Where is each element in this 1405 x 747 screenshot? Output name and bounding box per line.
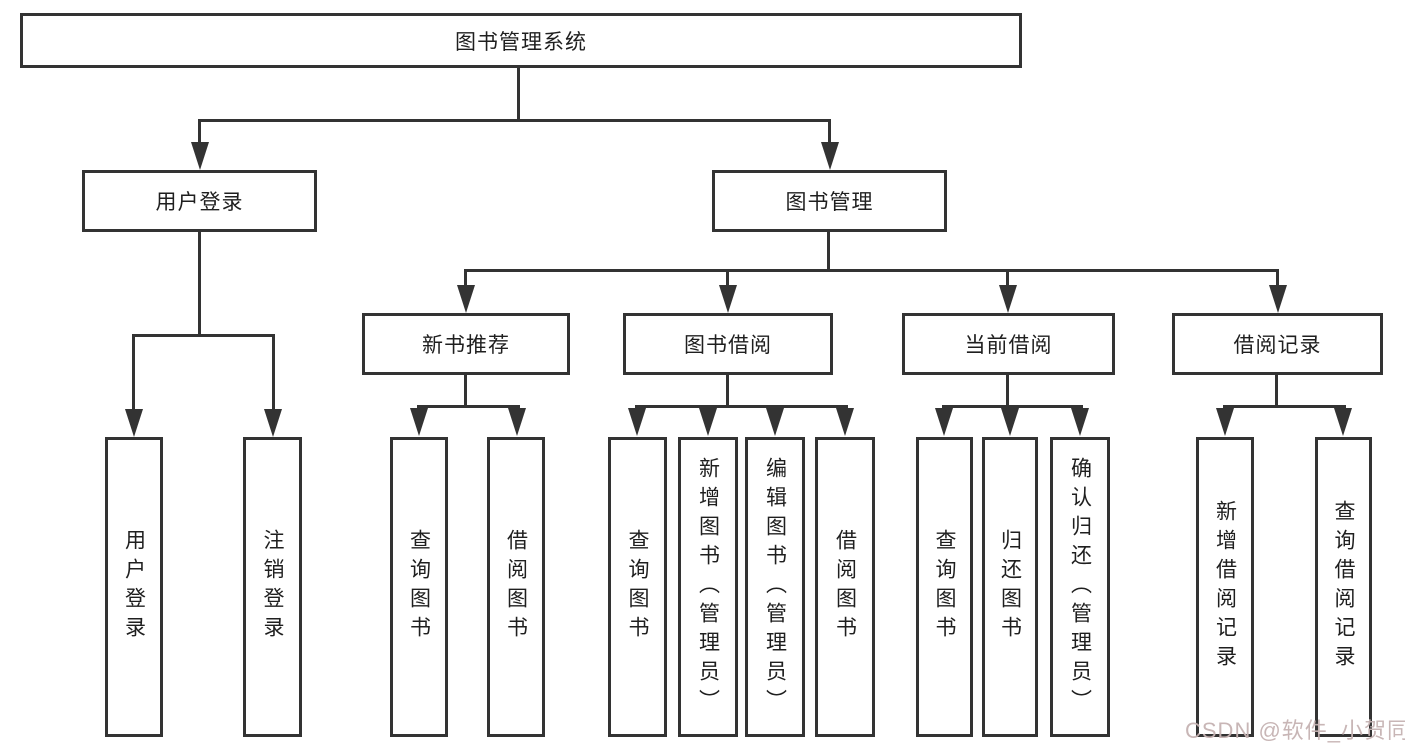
leaf-return-books: 归还图书	[982, 437, 1038, 737]
arrow-down-icon	[719, 285, 737, 313]
node-book-borrowing: 图书借阅	[623, 313, 833, 375]
leaf-edit-book-admin: 编辑图书（管理员）	[745, 437, 805, 737]
leaf-confirm-return-admin-label: 确认归还（管理员）	[1068, 456, 1092, 718]
node-user-login-label: 用户登录	[155, 191, 244, 214]
leaf-user-login-label: 用户登录	[122, 529, 146, 645]
arrow-down-icon	[191, 142, 209, 170]
arrow-down-icon	[125, 409, 143, 437]
leaf-return-books-label: 归还图书	[998, 529, 1022, 645]
connector-line	[198, 119, 201, 146]
arrow-down-icon	[264, 409, 282, 437]
leaf-add-borrow-record: 新增借阅记录	[1196, 437, 1254, 737]
arrow-down-icon	[628, 408, 646, 436]
node-new-book-recommendation-label: 新书推荐	[422, 334, 510, 357]
leaf-add-borrow-record-label: 新增借阅记录	[1213, 500, 1237, 674]
connector-line	[1223, 405, 1346, 408]
node-borrowing-records-label: 借阅记录	[1233, 334, 1322, 357]
leaf-borrow-books-recommend-label: 借阅图书	[504, 529, 528, 645]
connector-line	[827, 232, 830, 271]
leaf-query-borrow-record-label: 查询借阅记录	[1332, 500, 1356, 674]
csdn-watermark: CSDN @软件_小贺同学	[1185, 718, 1405, 743]
arrow-down-icon	[508, 408, 526, 436]
node-new-book-recommendation: 新书推荐	[362, 313, 570, 375]
leaf-edit-book-admin-label: 编辑图书（管理员）	[763, 456, 787, 718]
connector-line	[1006, 269, 1009, 288]
connector-line	[464, 375, 467, 407]
arrow-down-icon	[766, 408, 784, 436]
connector-line	[417, 405, 520, 408]
arrow-down-icon	[457, 285, 475, 313]
connector-line	[1006, 375, 1009, 407]
connector-line	[464, 269, 467, 288]
node-book-borrowing-label: 图书借阅	[684, 334, 772, 357]
leaf-query-books-current: 查询图书	[916, 437, 973, 737]
connector-line	[517, 68, 520, 122]
arrow-down-icon	[999, 285, 1017, 313]
arrow-down-icon	[699, 408, 717, 436]
node-book-management-label: 图书管理	[785, 191, 874, 214]
leaf-logout: 注销登录	[243, 437, 302, 737]
leaf-query-books-borrowing-label: 查询图书	[626, 529, 650, 645]
arrow-down-icon	[1216, 408, 1234, 436]
connector-line	[726, 269, 729, 288]
leaf-user-login: 用户登录	[105, 437, 163, 737]
connector-line	[464, 269, 1279, 272]
node-current-borrowing-label: 当前借阅	[964, 334, 1053, 357]
node-library-system: 图书管理系统	[20, 13, 1022, 68]
connector-line	[635, 405, 848, 408]
leaf-borrow-books-recommend: 借阅图书	[487, 437, 545, 737]
arrow-down-icon	[1071, 408, 1089, 436]
leaf-borrow-books: 借阅图书	[815, 437, 875, 737]
connector-line	[942, 405, 1083, 408]
leaf-query-books-recommend: 查询图书	[390, 437, 448, 737]
leaf-query-books-current-label: 查询图书	[933, 529, 957, 645]
leaf-confirm-return-admin: 确认归还（管理员）	[1050, 437, 1110, 737]
node-current-borrowing: 当前借阅	[902, 313, 1115, 375]
leaf-query-borrow-record: 查询借阅记录	[1315, 437, 1372, 737]
node-library-system-label: 图书管理系统	[455, 30, 587, 54]
connector-line	[1276, 269, 1279, 288]
connector-line	[198, 119, 831, 122]
connector-line	[132, 334, 275, 337]
connector-line	[198, 232, 201, 337]
node-book-management: 图书管理	[712, 170, 947, 232]
leaf-logout-label: 注销登录	[261, 529, 285, 645]
leaf-query-books-recommend-label: 查询图书	[407, 529, 431, 645]
arrow-down-icon	[836, 408, 854, 436]
connector-line	[272, 334, 275, 412]
node-borrowing-records: 借阅记录	[1172, 313, 1383, 375]
arrow-down-icon	[821, 142, 839, 170]
connector-line	[1275, 375, 1278, 407]
arrow-down-icon	[410, 408, 428, 436]
leaf-add-book-admin-label: 新增图书（管理员）	[696, 456, 720, 718]
connector-line	[828, 119, 831, 146]
arrow-down-icon	[935, 408, 953, 436]
connector-line	[132, 334, 135, 412]
node-user-login: 用户登录	[82, 170, 317, 232]
arrow-down-icon	[1334, 408, 1352, 436]
leaf-add-book-admin: 新增图书（管理员）	[678, 437, 738, 737]
leaf-query-books-borrowing: 查询图书	[608, 437, 667, 737]
arrow-down-icon	[1001, 408, 1019, 436]
leaf-borrow-books-label: 借阅图书	[833, 529, 857, 645]
arrow-down-icon	[1269, 285, 1287, 313]
connector-line	[726, 375, 729, 407]
